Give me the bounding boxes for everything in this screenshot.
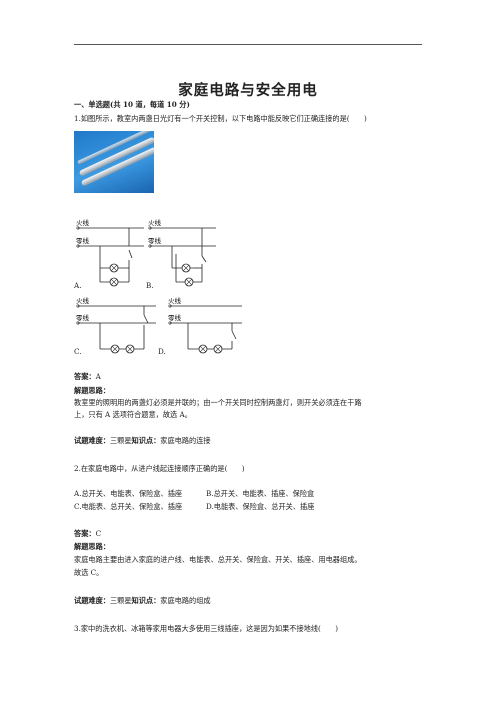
q1-analysis-label: 解题思路：: [74, 386, 110, 395]
neutral-wire-label: 零线: [76, 313, 90, 322]
fluorescent-lamp-photo: [74, 131, 154, 193]
q2-difficulty: 试题难度：三颗星知识点：家庭电路的组成: [74, 596, 211, 605]
q1-analysis-line1: 教室里的照明用的两盏灯必须是并联的；由一个开关同时控制两盏灯，则开关必须连在干路: [74, 398, 362, 407]
neutral-wire-label: 零线: [168, 313, 182, 322]
diagram-a-label: A.: [74, 281, 82, 290]
page-title: 家庭电路与安全用电: [178, 82, 318, 99]
q1-analysis-line2: 上，只有 A 选项符合题意，故选 A。: [74, 410, 192, 419]
q2-option-a: A.总开关、电能表、保险盒、插座: [74, 489, 183, 498]
circuit-diagram-d: 火线 零线: [158, 295, 242, 357]
q2-answer: 答案：C: [74, 529, 102, 538]
circuit-diagram-c: 火线 零线: [74, 295, 158, 357]
live-wire-label: 火线: [168, 296, 182, 305]
header-rule: [74, 44, 422, 45]
circuit-diagram-a: 火线 零线: [74, 216, 146, 296]
q2-question: 2.在家庭电路中，从进户线起连接顺序正确的是( ): [74, 464, 245, 473]
circuit-diagram-b: 火线 零线: [146, 216, 218, 296]
diagram-b-label: B.: [146, 281, 154, 290]
neutral-wire-label: 零线: [76, 236, 90, 245]
neutral-wire-label: 零线: [148, 236, 162, 245]
q3-question: 3.家中的洗衣机、冰箱等家用电器大多使用三线插座，这是因为如果不接地线( ): [74, 624, 339, 633]
q2-option-b: B.总开关、电能表、插座、保险盒: [206, 489, 315, 498]
q1-difficulty: 试题难度：三颗星知识点：家庭电路的连接: [74, 436, 211, 445]
q2-option-c: C.电能表、总开关、保险盒、插座: [74, 502, 183, 511]
q1-question: 1.如图所示，教室内两盏日光灯有一个开关控制，以下电路中能反映它们正确连接的是(…: [74, 114, 367, 123]
diagram-d-label: D.: [158, 347, 166, 356]
diagram-c-label: C.: [74, 347, 82, 356]
live-wire-label: 火线: [76, 218, 90, 227]
live-wire-label: 火线: [148, 218, 162, 227]
q1-answer: 答案：A: [74, 372, 101, 381]
q2-option-d: D.电能表、保险盒、总开关、插座: [206, 502, 315, 511]
live-wire-label: 火线: [76, 296, 90, 305]
q2-analysis-line1: 家庭电路主要由进入家庭的进户线、电能表、总开关、保险盒、开关、插座、用电器组成。: [74, 555, 362, 564]
section-heading: 一、单选题(共 10 道，每道 10 分): [74, 100, 190, 109]
q2-analysis-line2: 故选 C。: [74, 568, 104, 577]
q2-analysis-label: 解题思路：: [74, 542, 110, 551]
